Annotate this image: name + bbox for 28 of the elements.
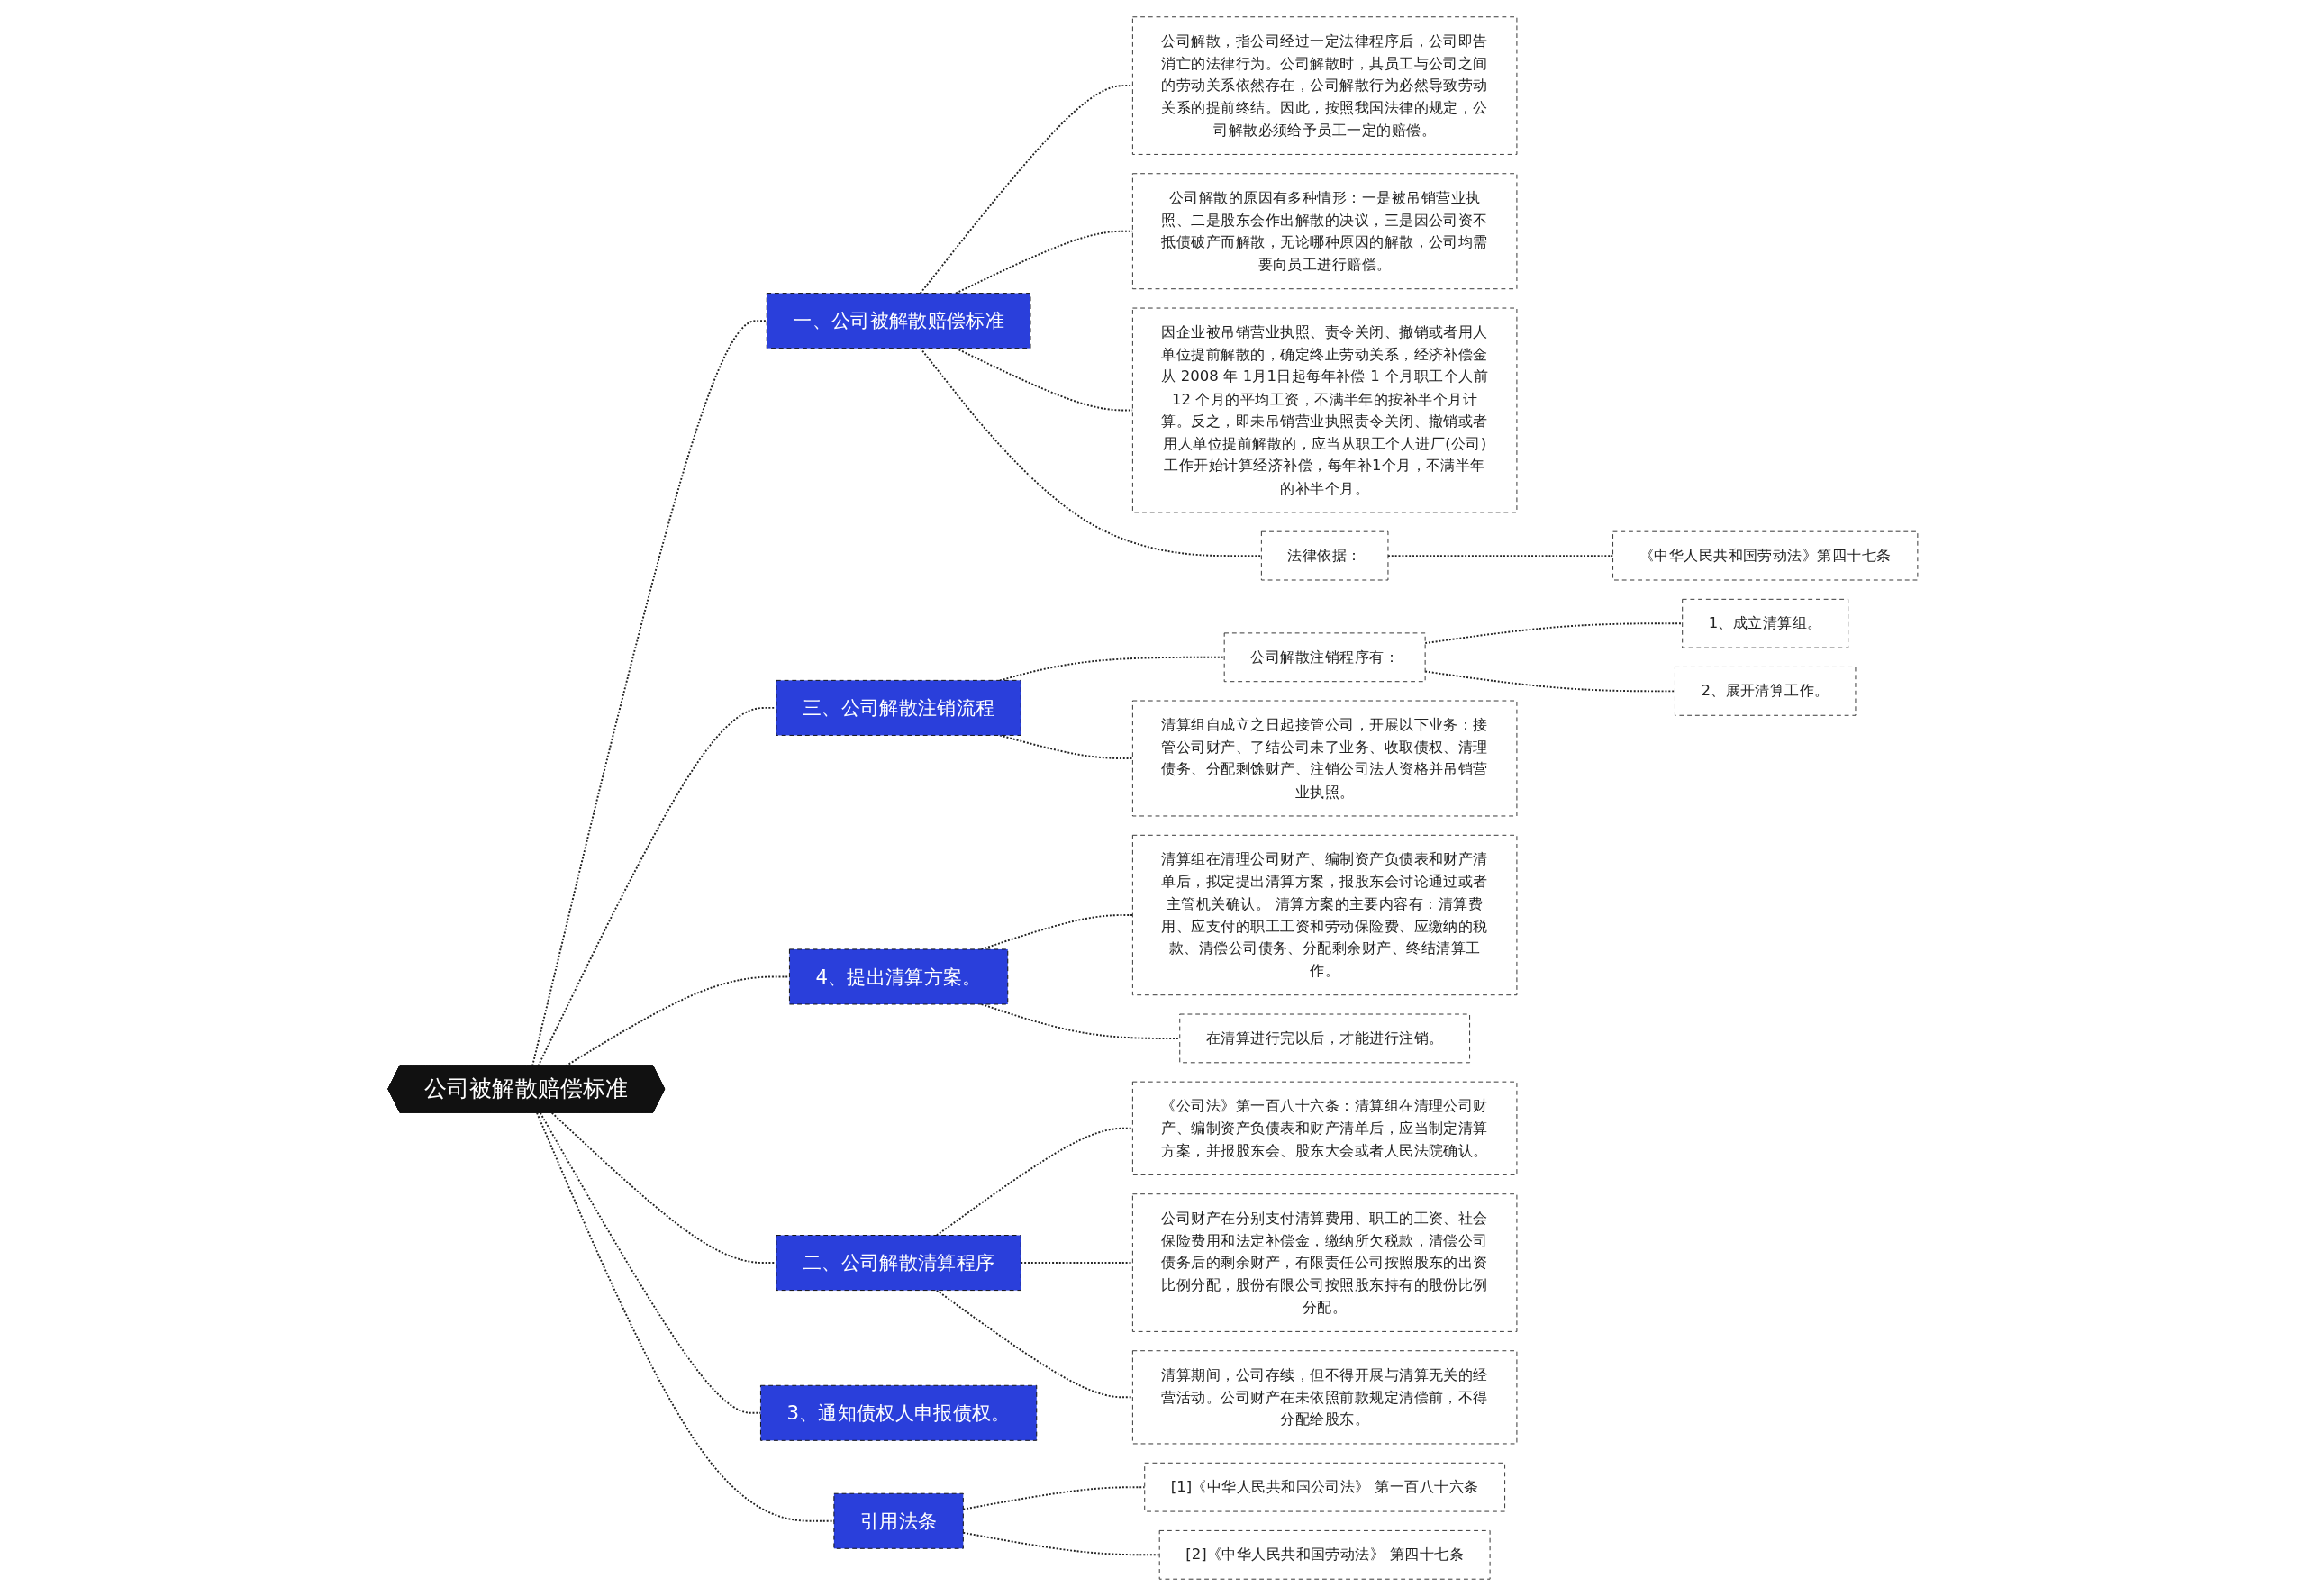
node-box: 法律依据： xyxy=(1261,530,1389,581)
node-box: 3、通知债权人申报债权。 xyxy=(760,1384,1038,1441)
node-box: 1、成立清算组。 xyxy=(1682,598,1849,648)
node-box: 清算组在清理公司财产、编制资产负债表和财产清单后，拟定提出清算方案，报股东会讨论通过或者主管机关确认。 清算方案的主要内容有：清算费用、应支付的职工工资和劳动保险费、应缴纳的税款、清偿公司债务、分配剩余财产、终结清算工作。 xyxy=(1132,834,1518,996)
node-box: 《中华人民共和国劳动法》第四十七条 xyxy=(1612,530,1919,581)
node-box: 三、公司解散注销流程 xyxy=(776,679,1021,736)
node-box: 在清算进行完以后，才能进行注销。 xyxy=(1179,1013,1471,1064)
node-box: 公司解散，指公司经过一定法律程序后，公司即告消亡的法律行为。公司解散时，其员工与公司之间的劳动关系依然存在，公司解散行为必然导致劳动关系的提前终结。因此，按照我国法律的规定，公司解散必须给予员工一定的赔偿。 xyxy=(1132,16,1518,155)
node-box: 清算期间，公司存续，但不得开展与清算无关的经营活动。公司财产在未依照前款规定清偿前，不得分配给股东。 xyxy=(1132,1350,1518,1445)
connector xyxy=(936,1127,1134,1237)
connector xyxy=(1424,622,1684,645)
node-box: [1]《中华人民共和国公司法》 第一百八十六条 xyxy=(1144,1462,1506,1512)
node-box: 引用法条 xyxy=(833,1492,964,1549)
node-box: 公司解散注销程序有： xyxy=(1223,632,1426,683)
connector xyxy=(936,1289,1134,1399)
node-box: [2]《中华人民共和国劳动法》 第四十七条 xyxy=(1158,1529,1491,1580)
node-box: 《公司法》第一百八十六条：清算组在清理公司财产、编制资产负债表和财产清单后，应当制定清算方案，并报股东会、股东大会或者人民法院确认。 xyxy=(1132,1081,1518,1175)
node-box: 二、公司解散清算程序 xyxy=(776,1235,1021,1292)
node-box: 清算组自成立之日起接管公司，开展以下业务：接管公司财产、了结公司未了业务、收取债权、清理债务、分配剩馀财产、注销公司法人资格并吊销营业执照。 xyxy=(1132,700,1518,817)
node-box: 4、提出清算方案。 xyxy=(789,948,1009,1005)
connector xyxy=(1424,670,1676,693)
node-box: 因企业被吊销营业执照、责令关闭、撤销或者用人单位提前解散的，确定终止劳动关系，经济补偿金从 2008 年 1月1日起每年补偿 1 个月职工个人前12 个月的平均工资，不满半年的按补半个月计算。反之，即未吊销营业执照责令关闭、撤销或者用人单位提前解散的，应当从职工个人进厂(公司)工作开始计算经济补偿，每年补1个月，不满半年的补半个月。 xyxy=(1132,307,1518,513)
node-box: 公司财产在分别支付清算费用、职工的工资、社会保险费用和法定补偿金，缴纳所欠税款，清偿公司债务后的剩余财产，有限责任公司按照股东的出资比例分配，股份有限公司按照股东持有的股份比例分配。 xyxy=(1132,1193,1518,1332)
node-box: 2、展开清算工作。 xyxy=(1675,667,1857,716)
connector xyxy=(920,347,1263,558)
node-box: 一、公司被解散赔偿标准 xyxy=(766,293,1031,349)
connector xyxy=(962,1531,1161,1556)
node-box: 公司解散的原因有多种情形：一是被吊销营业执照、二是股东会作出解散的决议，三是因公司资不抵债破产而解散，无论哪种原因的解散，公司均需要向员工进行赔偿。 xyxy=(1132,173,1518,290)
